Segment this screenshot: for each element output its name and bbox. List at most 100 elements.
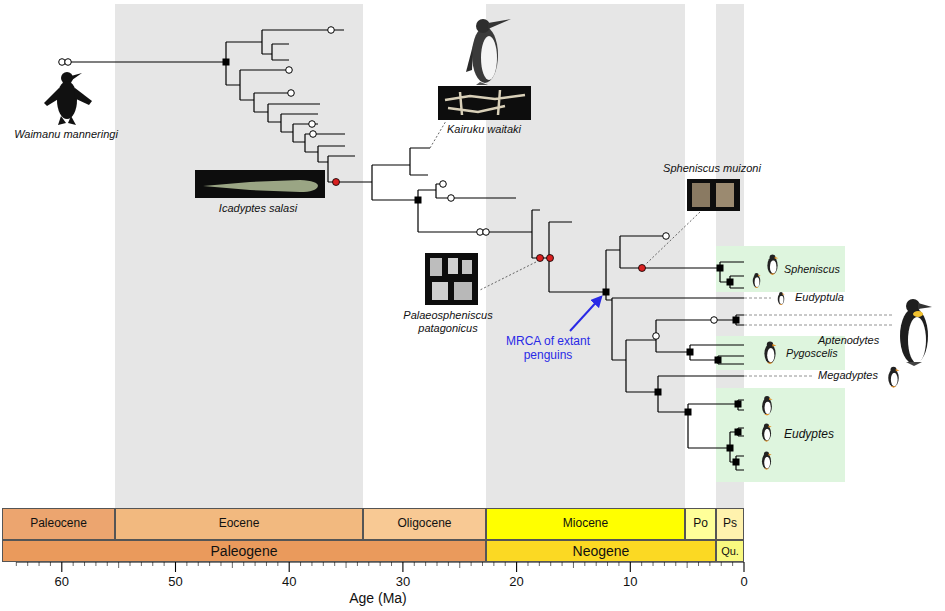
axis-tick [130,562,131,566]
axis-tick [584,562,585,566]
fossil-circle [711,317,718,324]
axis-tick [618,562,619,566]
calibration-square [655,389,662,396]
taxon-label: Megadyptes [818,369,878,382]
clade-name: Eudyptes [784,428,834,442]
tip-leader [744,298,771,299]
axis-tick [516,562,517,572]
fossil-circle [328,27,335,34]
epoch-box: Miocene [486,508,685,540]
axis-tick [50,562,51,566]
red-circles [333,179,646,272]
axis-tick [493,562,494,566]
axis-tick-label: 50 [161,574,191,590]
timescale-name: Po [693,517,708,531]
axis-tick [573,562,574,568]
fossil-circle [310,131,317,138]
axis-tick [596,562,597,566]
penguin-icon [888,367,899,388]
period-box: Neogene [486,540,716,562]
fossil-circle [448,195,455,202]
taxon-label: Icadyptes salasi [200,202,316,215]
fossil-circle [483,229,490,236]
clade-box: Spheniscus [716,246,845,292]
calibration-square [727,445,734,452]
open-circles [59,27,718,340]
axis-tick [334,562,335,566]
fossil-circle [288,90,295,97]
axis-tick [527,562,528,566]
penguin-icon [762,424,772,442]
timescale-name: Qu. [721,545,739,558]
tip-leader [744,325,893,326]
eocene-band [115,4,363,508]
fossil-circle [663,233,670,240]
axis-tick [698,562,699,566]
axis-tick [141,562,142,566]
axis-tick [266,562,267,566]
axis-tick [437,562,438,566]
axis-tick [61,562,62,572]
calibration-square [733,317,740,324]
fossil-circle [653,333,660,340]
epoch-box: Po [685,508,716,540]
epoch-box: Ps [716,508,744,540]
fossil-leader [430,121,446,148]
axis-tick [368,562,369,566]
axis-tick [118,562,119,568]
axis-tick [198,562,199,566]
axis-tick [687,562,688,568]
fossil-red-circle [547,255,554,262]
axis-tick [539,562,540,566]
calibration-square [715,357,722,364]
axis-tick [630,562,631,572]
fossil-leader [646,212,700,264]
axis-tick [220,562,221,566]
clade-ground [716,246,845,292]
axis-tick [653,562,654,566]
axis-tick [505,562,506,566]
calibration-square [685,409,692,416]
timescale-name: Ps [723,517,737,531]
icadyptes-photo [195,170,325,198]
penguin-icon [764,342,776,364]
taxon-label: Kairuku waitaki [432,123,536,136]
taxon-label: Spheniscus muizoni [657,162,767,175]
axis-tick [448,562,449,566]
node-squares [223,59,742,466]
calibration-square [223,59,230,66]
calibration-square [733,459,740,466]
fossil-circle [65,59,72,66]
axis-tick [186,562,187,566]
penguin-icon [762,452,772,470]
axis-tick [380,562,381,566]
axis-tick [27,562,28,566]
axis-tick-label: 20 [502,574,532,590]
axis-tick [232,562,233,568]
axis-tick [255,562,256,566]
axis-tick [95,562,96,566]
axis-tick [300,562,301,566]
axis-tick [323,562,324,566]
fossil-circle [286,67,293,74]
axis-tick [107,562,108,566]
timescale-name: Oligocene [397,517,451,531]
tip-leaders [744,298,893,376]
fossil-circle [440,181,447,188]
waimanu-silhouette [44,72,92,125]
penguin-icon [778,292,785,305]
axis-tick [73,562,74,566]
calibration-square [735,429,742,436]
axis-tick [709,562,710,566]
epoch-box: Oligocene [363,508,486,540]
axis-tick [277,562,278,566]
axis-tick [357,562,358,566]
taxon-label: Eudyptula [795,291,844,304]
fossil-red-circle [333,179,340,186]
tip-leader [744,315,893,316]
time-axis [16,562,744,572]
timescale-name: Paleocene [30,517,87,531]
fossil-red-circle [639,265,646,272]
axis-tick [346,562,347,568]
axis-tick [550,562,551,566]
